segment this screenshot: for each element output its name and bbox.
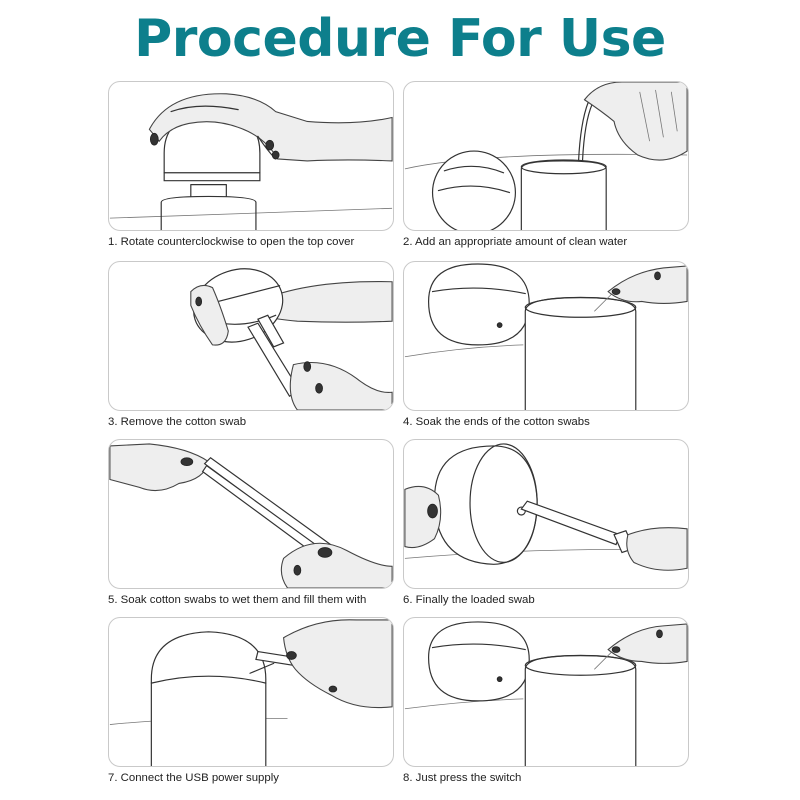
step-8: 8. Just press the switch xyxy=(403,617,689,786)
step-3: 3. Remove the cotton swab xyxy=(108,261,394,430)
pressing-switch-icon xyxy=(404,621,688,766)
step-4-caption: 4. Soak the ends of the cotton swabs xyxy=(403,416,590,428)
pouring-water-icon xyxy=(404,82,688,230)
step-8-illustration xyxy=(403,617,689,767)
step-5-illustration xyxy=(108,439,394,589)
step-1-caption: 1. Rotate counterclockwise to open the t… xyxy=(108,236,355,248)
step-2: 2. Add an appropriate amount of clean wa… xyxy=(403,81,689,250)
step-7-illustration xyxy=(108,617,394,767)
step-6-illustration xyxy=(403,439,689,589)
step-3-caption: 3. Remove the cotton swab xyxy=(108,416,247,428)
page-title: Procedure For Use xyxy=(134,9,666,69)
wetting-swabs-icon xyxy=(109,443,393,588)
step-5-caption: 5. Soak cotton swabs to wet them and fil… xyxy=(108,594,367,606)
usb-connect-icon xyxy=(109,619,393,766)
step-1: 1. Rotate counterclockwise to open the t… xyxy=(108,81,394,250)
step-6: 6. Finally the loaded swab xyxy=(403,439,689,608)
removing-swab-icon xyxy=(190,268,393,410)
step-2-caption: 2. Add an appropriate amount of clean wa… xyxy=(403,236,628,248)
step-8-caption: 8. Just press the switch xyxy=(403,772,522,784)
step-5: 5. Soak cotton swabs to wet them and fil… xyxy=(108,439,394,608)
hand-rotating-cover-icon xyxy=(109,93,393,230)
step-3-illustration xyxy=(108,261,394,411)
step-4-illustration xyxy=(403,261,689,411)
step-6-caption: 6. Finally the loaded swab xyxy=(403,594,535,606)
soaking-swab-ends-icon xyxy=(404,263,688,410)
step-1-illustration xyxy=(108,81,394,231)
step-7: 7. Connect the USB power supply xyxy=(108,617,394,786)
step-4: 4. Soak the ends of the cotton swabs xyxy=(403,261,689,430)
step-7-caption: 7. Connect the USB power supply xyxy=(108,772,279,784)
step-2-illustration xyxy=(403,81,689,231)
loaded-swab-icon xyxy=(404,443,688,571)
